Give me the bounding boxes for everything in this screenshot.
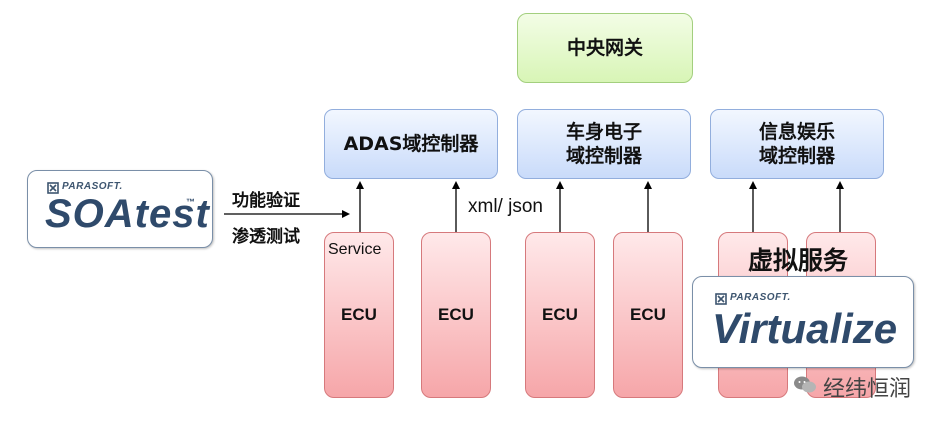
body-domain-controller-label-line2: 域控制器 xyxy=(565,145,642,167)
central-gateway-box: 中央网关 xyxy=(517,13,693,83)
central-gateway-label: 中央网关 xyxy=(566,37,643,59)
virtualize-product-text: Virtualize xyxy=(712,305,898,352)
watermark-text: 经纬恒润 xyxy=(823,377,912,402)
soatest-trademark: ™ xyxy=(186,197,195,207)
body-domain-controller-label-line1: 车身电子 xyxy=(565,121,642,143)
adas-domain-controller-box: ADAS域控制器 xyxy=(324,109,498,179)
ecu-box-2: ECU xyxy=(421,232,491,398)
ecu-box-3: ECU xyxy=(525,232,595,398)
protocol-label: xml/ json xyxy=(468,196,543,217)
ecu-label-4: ECU xyxy=(630,305,666,324)
functional-verification-label: 功能验证 xyxy=(232,191,300,211)
soatest-logo: PARASOFT. SOAtest ™ xyxy=(27,170,213,248)
adas-domain-controller-label: ADAS域控制器 xyxy=(343,133,479,155)
infotainment-domain-controller-box: 信息娱乐 域控制器 xyxy=(710,109,884,179)
infotainment-domain-controller-label-line2: 域控制器 xyxy=(758,145,835,167)
ecu-label-1: ECU xyxy=(341,305,377,324)
virtualize-logo: PARASOFT. Virtualize xyxy=(692,276,914,368)
virtualize-brand-text: PARASOFT. xyxy=(730,292,791,303)
parasoft-mark-icon xyxy=(47,182,59,194)
soatest-product-text: SOAtest xyxy=(45,192,210,236)
infotainment-domain-controller-label-line1: 信息娱乐 xyxy=(758,121,835,143)
soatest-brand-text: PARASOFT. xyxy=(62,181,123,192)
ecu-box-4: ECU xyxy=(613,232,683,398)
parasoft-mark-icon xyxy=(715,293,727,305)
ecu-box-1: Service ECU xyxy=(324,232,394,398)
body-domain-controller-box: 车身电子 域控制器 xyxy=(517,109,691,179)
wechat-icon xyxy=(794,376,816,393)
penetration-test-label: 渗透测试 xyxy=(232,227,300,247)
ecu-label-2: ECU xyxy=(438,305,474,324)
virtual-service-label: 虚拟服务 xyxy=(748,246,849,275)
ecu-label-3: ECU xyxy=(542,305,578,324)
ecu-service-label: Service xyxy=(328,241,382,258)
